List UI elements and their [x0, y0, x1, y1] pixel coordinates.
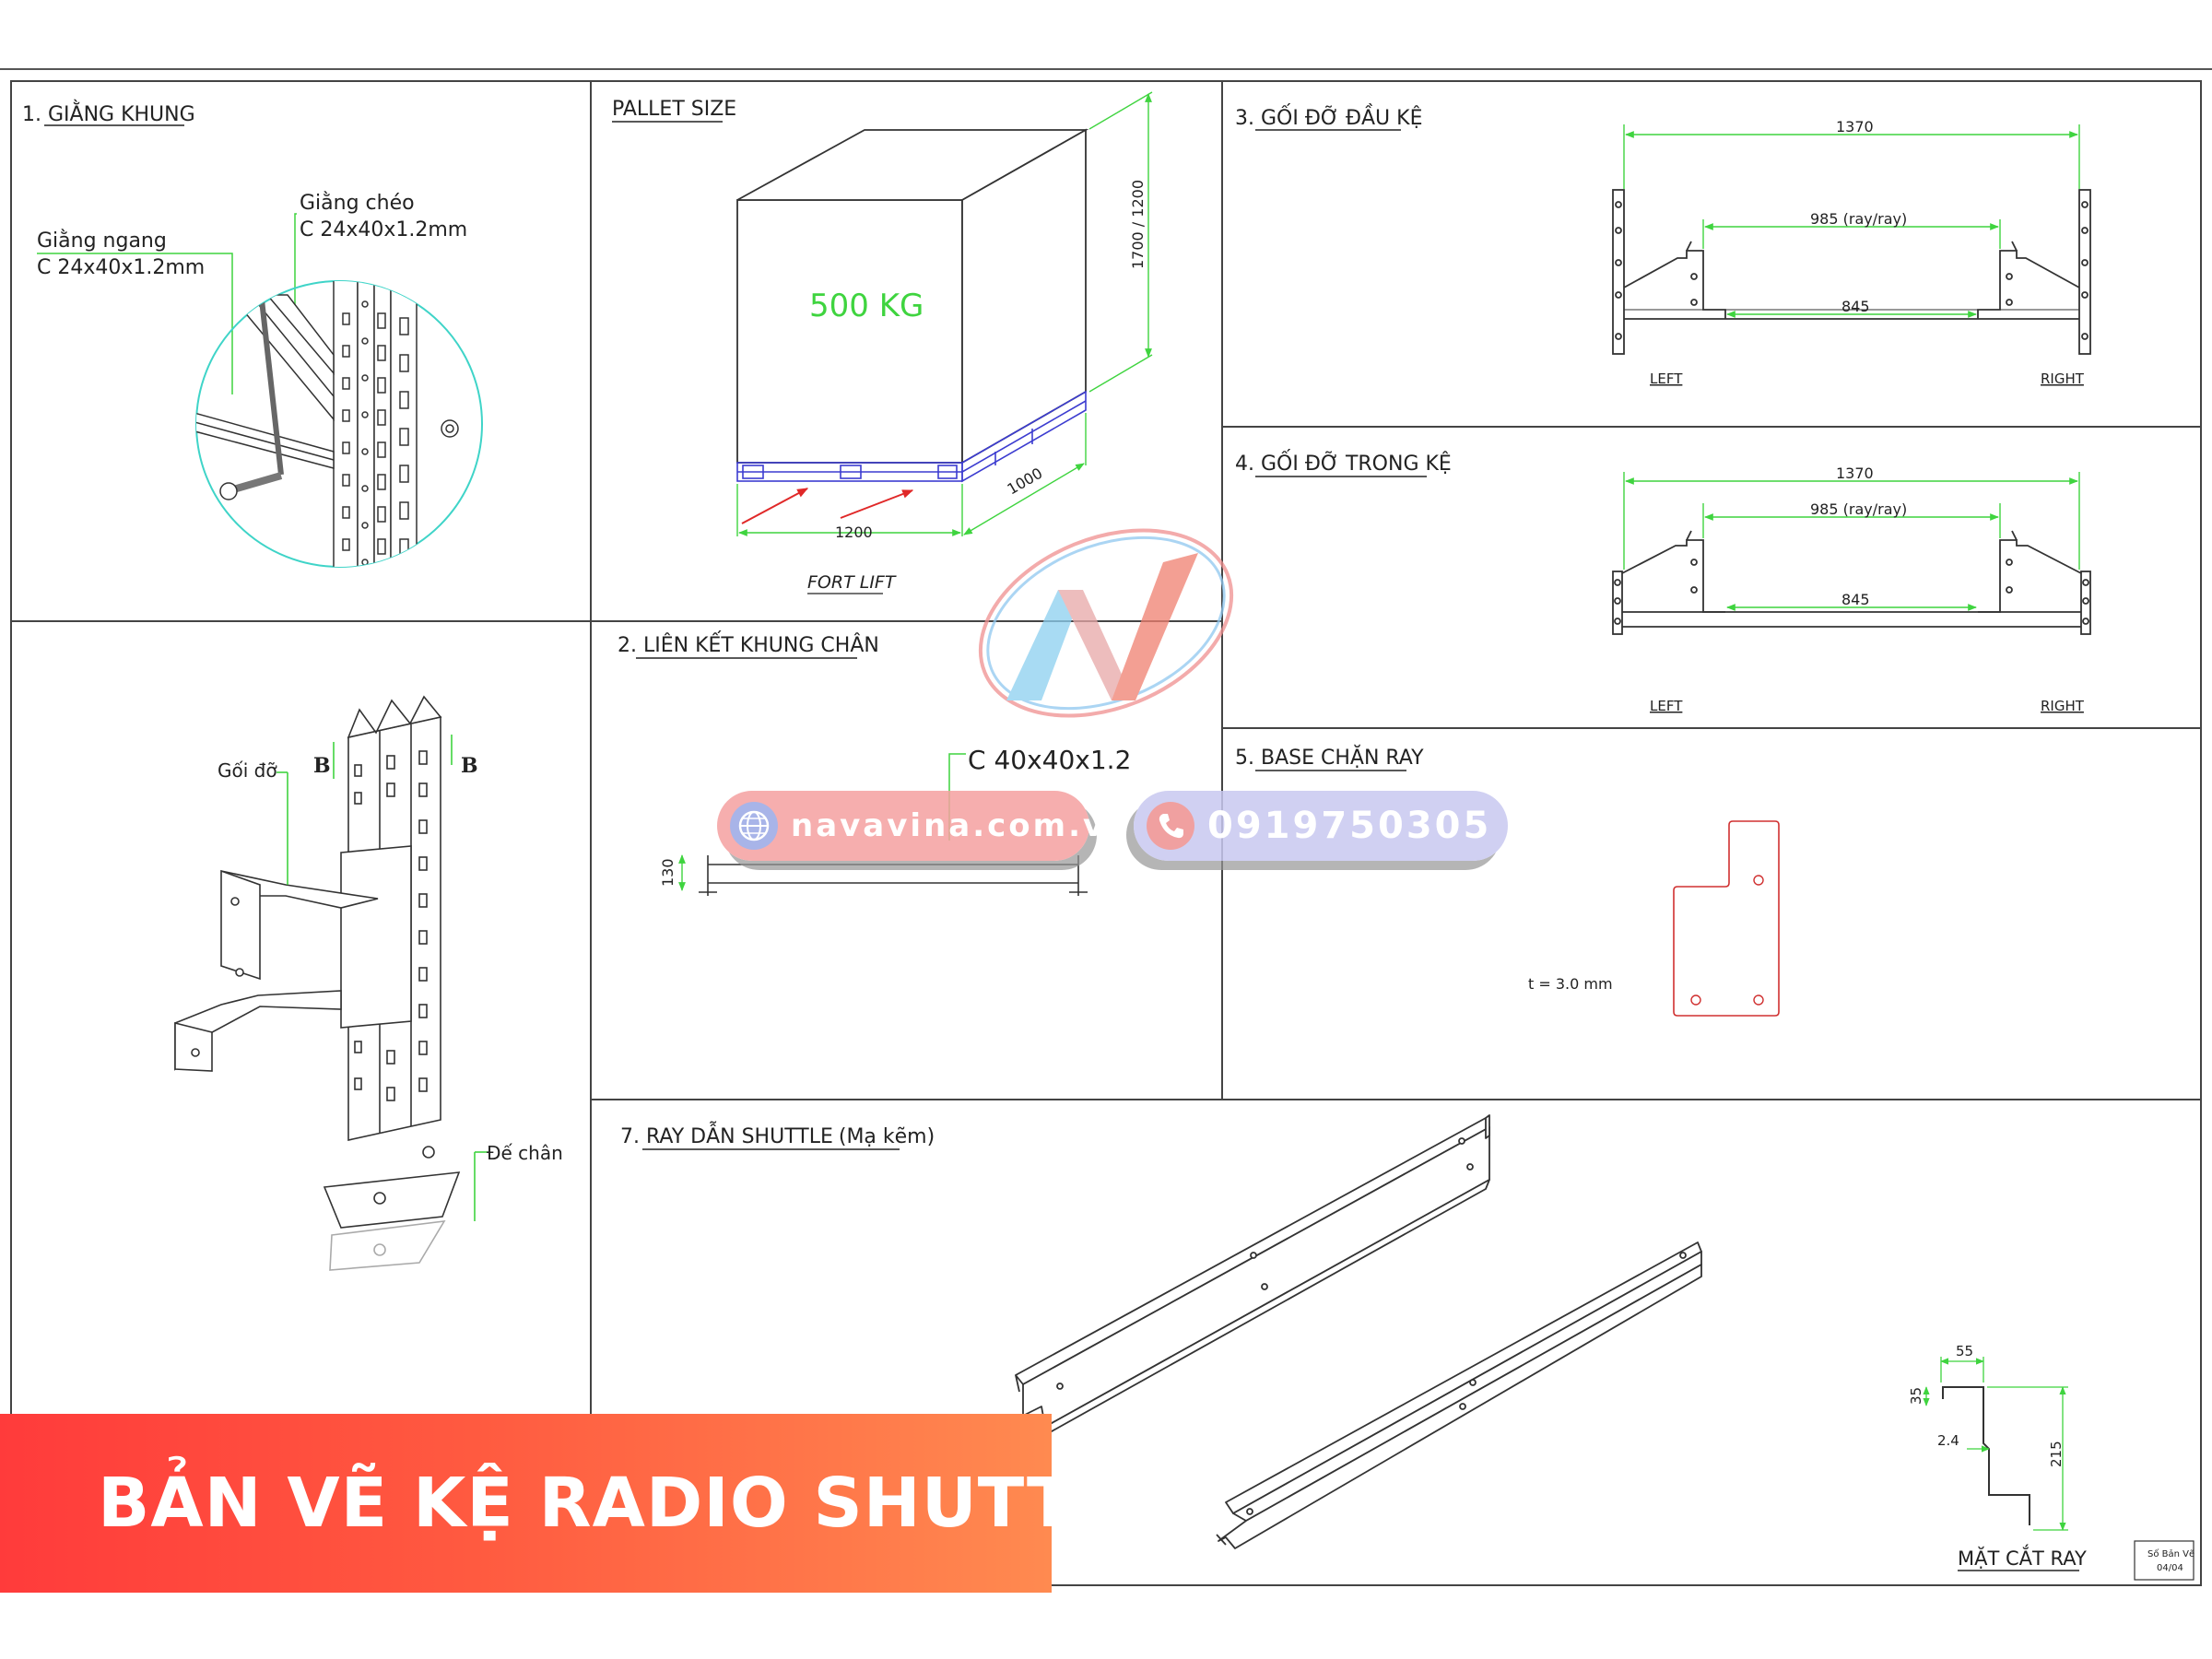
label-giang-ngang: Giằng ngang — [37, 229, 167, 253]
label-giang-cheo: Giằng chéo — [300, 192, 415, 215]
section-goi-do-trong-ke: 4. GỐI ĐỠ TRONG KỆ 1370 985 (ray/r — [1235, 449, 2091, 714]
dim-845-mid: 845 — [1841, 591, 1870, 608]
section-mark-b-left: B — [313, 754, 331, 778]
pallet-depth-dim: 1000 — [1005, 465, 1046, 499]
sheet-number-label: Số Bản Vẽ — [2147, 1548, 2194, 1559]
section-dim-2-4: 2.4 — [1937, 1432, 1959, 1449]
banner-title: BẢN VẼ KỆ RADIO SHUTTLE — [98, 1464, 1167, 1543]
height-dim-130: 130 — [659, 858, 677, 887]
label-giang-ngang-spec: C 24x40x1.2mm — [37, 256, 205, 279]
section-pallet-size: PALLET SIZE 500 KG — [612, 91, 1153, 594]
dim-845-top: 845 — [1841, 298, 1870, 315]
pallet-weight: 500 KG — [809, 288, 924, 324]
section-ray-dan-shuttle: 7. RAY DẪN SHUTTLE (Mạ kẽm) — [620, 1114, 2194, 1581]
section-title-pallet: PALLET SIZE — [612, 98, 736, 121]
section-label-mat-cat-ray: MẶT CẮT RAY — [1958, 1544, 2087, 1570]
pallet-width-dim: 1200 — [835, 524, 873, 541]
section-title-goi-do-dau-ke: 3. GỐI ĐỠ ĐẦU KỆ — [1235, 103, 1422, 130]
dim-985-top: 985 (ray/ray) — [1810, 210, 1907, 228]
watermark-logo — [978, 528, 1234, 718]
section-goi-do-dau-ke: 3. GỐI ĐỠ ĐẦU KỆ 1370 985 (ray/ray — [1235, 103, 2091, 387]
pallet-load-box — [736, 199, 963, 464]
dim-1370-mid: 1370 — [1836, 465, 1874, 482]
website-text: navavina.com.vn — [791, 807, 1132, 844]
drawing-border — [10, 80, 2202, 1586]
label-right-top: RIGHT — [2041, 371, 2085, 387]
thickness-label: t = 3.0 mm — [1528, 975, 1613, 993]
sheet-number-box — [2134, 1540, 2194, 1581]
section-giang-khung: 1. GIẰNG KHUNG Giằng chéo C 24x40x1.2mm … — [22, 100, 483, 568]
section-title-lien-ket: 2. LIÊN KẾT KHUNG CHÂN — [618, 631, 879, 657]
pallet-height-dim: 1700 / 1200 — [1129, 180, 1147, 269]
dim-1370-top: 1370 — [1836, 118, 1874, 135]
section-khung-chan — [174, 695, 488, 1271]
section-mark-b-right: B — [461, 754, 478, 778]
section-title-goi-do-trong-ke: 4. GỐI ĐỠ TRONG KỆ — [1235, 449, 1452, 476]
globe-icon — [730, 802, 778, 850]
dim-985-mid: 985 (ray/ray) — [1810, 500, 1907, 518]
base-plate-shape — [1673, 820, 1780, 1017]
section-dim-215: 215 — [2048, 1441, 2065, 1467]
label-giang-cheo-spec: C 24x40x1.2mm — [300, 218, 467, 241]
label-de-chan: Đế chân — [487, 1142, 563, 1164]
profile-label: C 40x40x1.2 — [968, 745, 1131, 775]
label-right-mid: RIGHT — [2041, 698, 2085, 714]
section-dim-55: 55 — [1956, 1343, 1973, 1359]
website-badge[interactable]: navavina.com.vn — [717, 791, 1128, 861]
label-left-top: LEFT — [1650, 371, 1683, 387]
section-dim-35: 35 — [1908, 1387, 1924, 1405]
section-title-giang-khung: 1. GIẰNG KHUNG — [22, 100, 195, 126]
section-base-chan-ray: 5. BASE CHẶN RAY t = 3.0 mm — [1235, 745, 1780, 1017]
fork-lift-label: FORT LIFT — [807, 572, 897, 593]
sheet-number: 04/04 — [2157, 1563, 2183, 1573]
phone-icon — [1147, 802, 1194, 850]
section-title-ray-dan-main: 7. RAY DẪN SHUTTLE — [620, 1121, 833, 1148]
section-title-ray-dan: 7. RAY DẪN SHUTTLE (Mạ kẽm) — [620, 1121, 935, 1148]
section-title-base-chan-ray: 5. BASE CHẶN RAY — [1235, 745, 1424, 770]
label-left-mid: LEFT — [1650, 698, 1683, 714]
section-title-ray-dan-suffix: (Mạ kẽm) — [839, 1125, 935, 1148]
label-goi-do: Gối đỡ — [218, 759, 277, 782]
section-lien-ket-khung-chan: 2. LIÊN KẾT KHUNG CHÂN C 40x40x1.2 130 — [618, 631, 1131, 896]
title-banner — [0, 1414, 1052, 1593]
phone-text: 0919750305 — [1207, 805, 1492, 847]
phone-badge[interactable]: 0919750305 — [1134, 791, 1508, 861]
